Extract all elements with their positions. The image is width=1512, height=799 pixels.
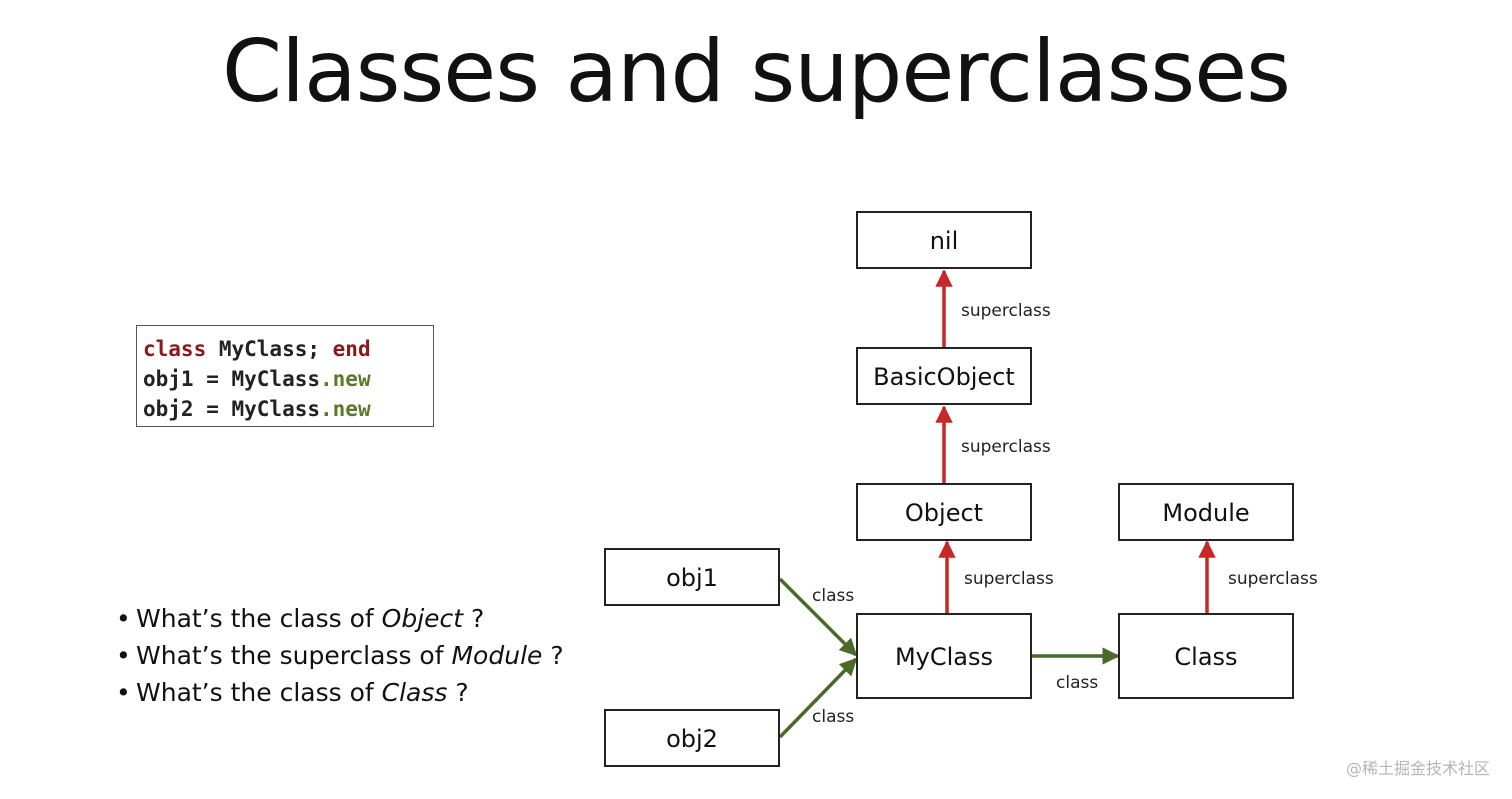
edge-object-basicobject: superclass bbox=[935, 405, 1051, 483]
code-new-method: .new bbox=[320, 397, 371, 421]
edge-label: superclass bbox=[964, 569, 1054, 589]
edge-basicobject-nil: superclass bbox=[935, 269, 1051, 347]
node-obj2: obj2 bbox=[604, 709, 780, 767]
edge-myclass-object: superclass bbox=[938, 540, 1054, 613]
edge-label: class bbox=[1056, 673, 1098, 693]
node-label: obj1 bbox=[666, 564, 718, 592]
edge-myclass-class: class bbox=[1031, 647, 1120, 693]
question-item: •What’s the superclass of Module ? bbox=[116, 641, 564, 670]
edge-label: superclass bbox=[961, 437, 1051, 457]
node-myclass: MyClass bbox=[856, 613, 1032, 699]
node-module: Module bbox=[1118, 483, 1294, 541]
class-arrow bbox=[778, 657, 858, 739]
code-obj1-assign: obj1 = MyClass bbox=[143, 367, 321, 391]
edge-class-module: superclass bbox=[1198, 540, 1318, 613]
node-label: Class bbox=[1174, 643, 1237, 671]
edge-label: superclass bbox=[1228, 569, 1318, 589]
edge-label: class bbox=[812, 707, 854, 727]
question-list: •What’s the class of Object ? •What’s th… bbox=[116, 600, 564, 711]
edge-label: superclass bbox=[961, 301, 1051, 321]
class-arrow bbox=[778, 577, 858, 657]
node-basicobject: BasicObject bbox=[856, 347, 1032, 405]
node-label: BasicObject bbox=[873, 363, 1015, 391]
code-classname: MyClass; bbox=[206, 337, 333, 361]
edge-obj2-myclass: class bbox=[778, 657, 858, 739]
code-new-method: .new bbox=[320, 367, 371, 391]
node-label: Module bbox=[1162, 499, 1249, 527]
code-obj2-assign: obj2 = MyClass bbox=[143, 397, 321, 421]
node-nil: nil bbox=[856, 211, 1032, 269]
code-keyword-end: end bbox=[332, 337, 371, 361]
edge-label: class bbox=[812, 586, 854, 606]
slide-title: Classes and superclasses bbox=[222, 22, 1291, 122]
node-label: Object bbox=[905, 499, 983, 527]
question-item: •What’s the class of Object ? bbox=[116, 604, 485, 633]
question-item: •What’s the class of Class ? bbox=[116, 678, 469, 707]
watermark: @稀土掘金技术社区 bbox=[1345, 759, 1490, 778]
node-label: obj2 bbox=[666, 725, 718, 753]
code-block: class MyClass; end obj1 = MyClass.new ob… bbox=[136, 325, 434, 427]
node-obj1: obj1 bbox=[604, 548, 780, 606]
edge-obj1-myclass: class bbox=[778, 577, 858, 657]
code-keyword-class: class bbox=[143, 337, 207, 361]
node-object: Object bbox=[856, 483, 1032, 541]
node-class: Class bbox=[1118, 613, 1294, 699]
node-label: nil bbox=[930, 227, 959, 255]
node-label: MyClass bbox=[895, 643, 993, 671]
